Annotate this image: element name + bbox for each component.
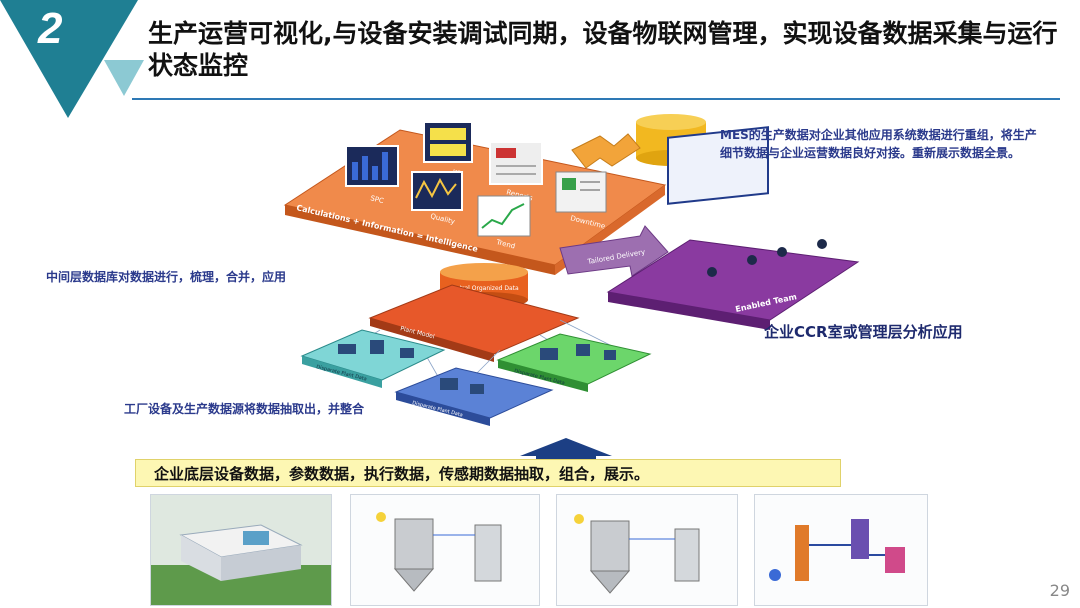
slide-title: 生产运营可视化,与设备安装调试同期，设备物联网管理，实现设备数据采集与运行状态监… bbox=[148, 19, 1058, 80]
kpi-strip-2 bbox=[430, 144, 466, 156]
factory-8 bbox=[604, 350, 616, 360]
title-underline bbox=[132, 98, 1060, 100]
column-2 bbox=[674, 528, 700, 582]
process-diagram-1 bbox=[350, 494, 540, 606]
quality-line bbox=[415, 177, 457, 199]
spc-bar-2 bbox=[362, 156, 368, 180]
factory-2 bbox=[370, 340, 384, 354]
column-1 bbox=[474, 524, 502, 582]
process-diagram-3 bbox=[754, 494, 928, 606]
plant-model-side bbox=[370, 318, 494, 362]
enabled-team-side bbox=[608, 292, 770, 330]
information-screen bbox=[667, 126, 769, 205]
person-2 bbox=[747, 255, 757, 265]
intelligence-platform-side bbox=[285, 205, 555, 275]
factory-6 bbox=[540, 348, 558, 360]
vessel-1 bbox=[851, 519, 869, 559]
spc-bar-1 bbox=[352, 162, 358, 180]
spc-bar-3 bbox=[372, 166, 378, 180]
downtime-block bbox=[562, 178, 576, 190]
source-platform-1 bbox=[300, 329, 446, 381]
factory-aerial-photo bbox=[150, 494, 332, 606]
trend-line bbox=[481, 203, 525, 229]
source-platform-1-side bbox=[302, 356, 382, 388]
reactor bbox=[795, 525, 809, 581]
ccr-note: 企业CCR室或管理层分析应用 bbox=[764, 323, 963, 341]
triangle-dark bbox=[0, 0, 138, 118]
mes-note: MES的生产数据对企业其他应用系统数据进行重组，将生产细节数据与企业运营数据良好… bbox=[720, 128, 1037, 160]
building-front bbox=[221, 545, 301, 581]
triangle-light bbox=[104, 60, 144, 96]
panel-trend bbox=[477, 195, 531, 237]
factory-note: 工厂设备及生产数据源将数据抽取出，并整合 bbox=[124, 402, 365, 416]
middle-layer-note: 中间层数据库对数据进行，梳理，合并，应用 bbox=[46, 270, 287, 284]
process-diagram-2 bbox=[556, 494, 738, 606]
spc-bar-4 bbox=[382, 152, 388, 180]
source-platform-2-side bbox=[396, 392, 490, 426]
central-label: Central Organized Data bbox=[448, 285, 519, 292]
db-top bbox=[636, 114, 706, 130]
tailored-delivery-arrow bbox=[559, 225, 669, 277]
person-1 bbox=[707, 267, 717, 277]
person-4 bbox=[817, 239, 827, 249]
tank-2-cone bbox=[589, 570, 631, 594]
factory-3 bbox=[400, 348, 414, 358]
tank-2 bbox=[590, 520, 630, 572]
person-3 bbox=[777, 247, 787, 257]
pump bbox=[769, 569, 781, 581]
central-top bbox=[440, 263, 528, 281]
diagram1-bg bbox=[351, 495, 539, 605]
building-glass bbox=[243, 531, 269, 545]
tank-1 bbox=[394, 518, 434, 570]
tank-1-cone bbox=[393, 568, 435, 592]
factory-buildings bbox=[338, 340, 616, 394]
connector-arrows bbox=[571, 133, 641, 169]
valve-2 bbox=[574, 514, 584, 524]
enabled-team-platform bbox=[606, 239, 860, 321]
slide-number-triangle bbox=[0, 0, 144, 118]
factory-4 bbox=[440, 378, 458, 390]
vessel-2 bbox=[885, 547, 905, 573]
factory-7 bbox=[576, 344, 590, 356]
up-arrow-base bbox=[536, 456, 596, 460]
factory-5 bbox=[470, 384, 484, 394]
dashboard-panels: SPC KPI Reports Quality Trend Downtime bbox=[345, 121, 607, 251]
kpi-strip-1 bbox=[430, 128, 466, 140]
source-platform-3-side bbox=[498, 360, 588, 392]
slide-number: 2 bbox=[38, 4, 63, 53]
reports-block bbox=[496, 148, 516, 158]
valve-1 bbox=[376, 512, 386, 522]
factory-1 bbox=[338, 344, 356, 354]
panel-spc-label: SPC bbox=[370, 194, 385, 205]
building-side bbox=[181, 535, 221, 581]
diagram2-bg bbox=[557, 495, 737, 605]
team-people bbox=[707, 239, 827, 277]
up-arrow bbox=[520, 438, 612, 456]
summary-banner: 企业底层设备数据，参数数据，执行数据，传感期数据抽取，组合，展示。 bbox=[135, 459, 841, 487]
page-number: 29 bbox=[1049, 581, 1070, 600]
